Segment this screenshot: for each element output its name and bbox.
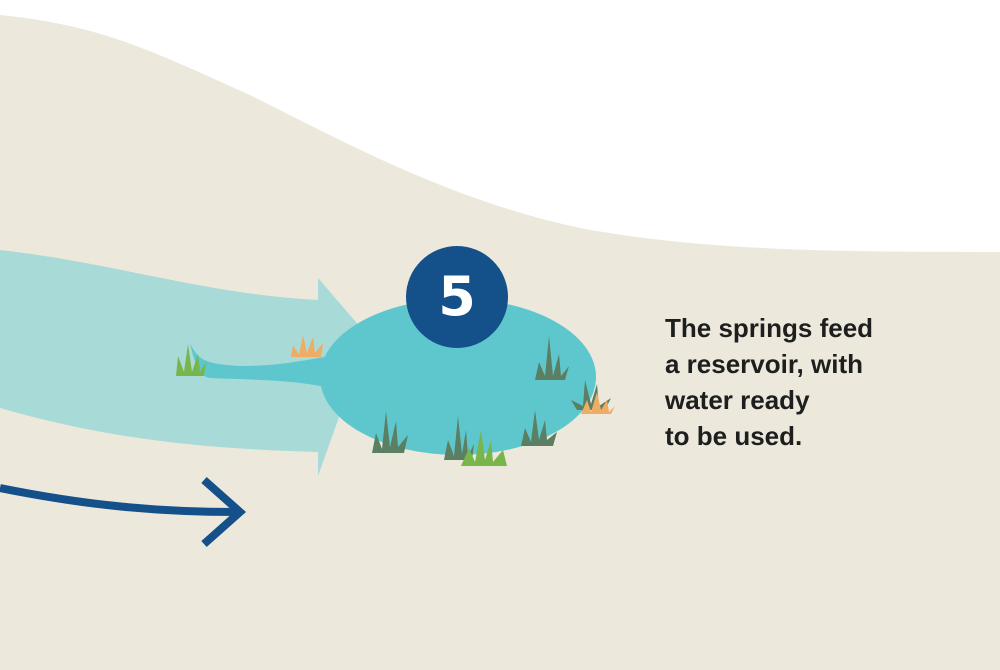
grass-tuft: [444, 416, 474, 460]
grass-tuft: [176, 344, 206, 376]
spring-stream: [190, 343, 352, 396]
grass-tuft: [521, 410, 557, 446]
underground-flow-arrow: [0, 250, 368, 476]
caption-line: to be used.: [665, 421, 803, 451]
surface-flow-arrow: [0, 484, 239, 516]
step-number: 5: [438, 265, 476, 328]
reservoir-pond: [320, 299, 596, 455]
surface-flow-arrowhead: [201, 477, 247, 547]
grass-tuft: [461, 430, 507, 466]
grass-tuft: [291, 335, 323, 357]
grass-tuft: [571, 380, 611, 410]
step-circle: [406, 246, 508, 348]
caption-line: water ready: [665, 385, 810, 415]
step-caption: The springs feed a reservoir, with water…: [665, 310, 965, 454]
caption-line: The springs feed: [665, 313, 874, 343]
grass-tuft: [581, 392, 615, 414]
grass-tuft: [535, 336, 569, 380]
caption-line: a reservoir, with: [665, 349, 863, 379]
grass-tuft: [372, 411, 408, 453]
